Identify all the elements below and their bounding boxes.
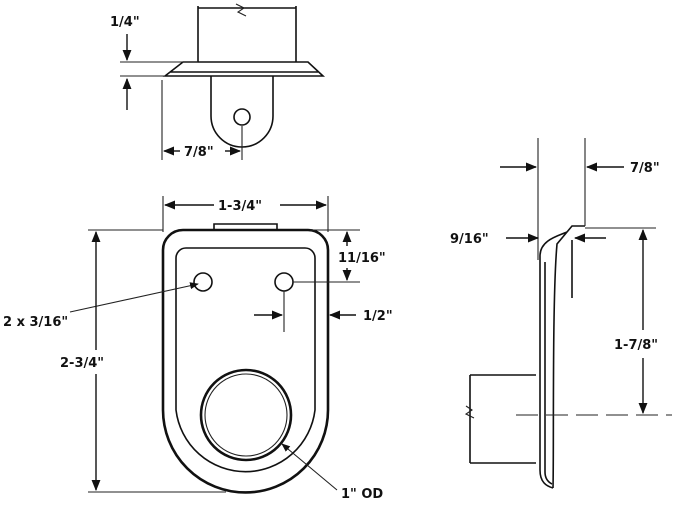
dim-label-seven-eighths-top: 7/8" <box>184 145 214 160</box>
side-view-plate-inner <box>544 262 553 485</box>
dim-label-offset: 7/8" <box>630 161 660 176</box>
dim-label-quarter: 1/4" <box>110 15 140 30</box>
front-view-top-tab <box>213 223 278 230</box>
side-view-break-mark <box>464 405 475 419</box>
side-view-rib <box>552 231 568 489</box>
front-view-tube-outer <box>199 368 293 462</box>
side-view: 7/8" 9/16" 1-7/8" <box>450 138 672 489</box>
top-view-flange <box>162 61 326 77</box>
side-view-plate-outer <box>539 225 585 489</box>
top-view-tube <box>197 6 297 62</box>
dim-label-tube: 1" OD <box>341 487 383 502</box>
side-view-tube <box>469 374 536 464</box>
dim-label-flange: 9/16" <box>450 232 489 247</box>
front-view: 1-3/4" 11/16" 2 x 3/16" 1/2" 2-3/4" 1" O… <box>3 196 393 502</box>
top-view-break-mark <box>235 3 247 17</box>
dim-label-holes: 2 x 3/16" <box>3 315 68 330</box>
mounting-hole-right <box>274 272 294 292</box>
front-view-plate-inner <box>175 247 316 473</box>
dim-label-hole-edge: 1/2" <box>363 309 393 324</box>
mounting-hole-left <box>193 272 213 292</box>
dim-label-width: 1-3/4" <box>218 199 262 214</box>
top-view: 1/4" 7/8" <box>110 3 326 160</box>
front-view-tube-inner <box>204 373 288 457</box>
dim-leader <box>281 443 338 491</box>
dim-leader <box>69 282 199 313</box>
dim-label-center: 1-7/8" <box>614 338 658 353</box>
front-view-plate-outer <box>161 228 330 494</box>
dim-label-height: 2-3/4" <box>60 356 104 371</box>
dim-label-hole-depth: 11/16" <box>338 251 386 266</box>
top-view-lug-hole <box>233 108 251 126</box>
